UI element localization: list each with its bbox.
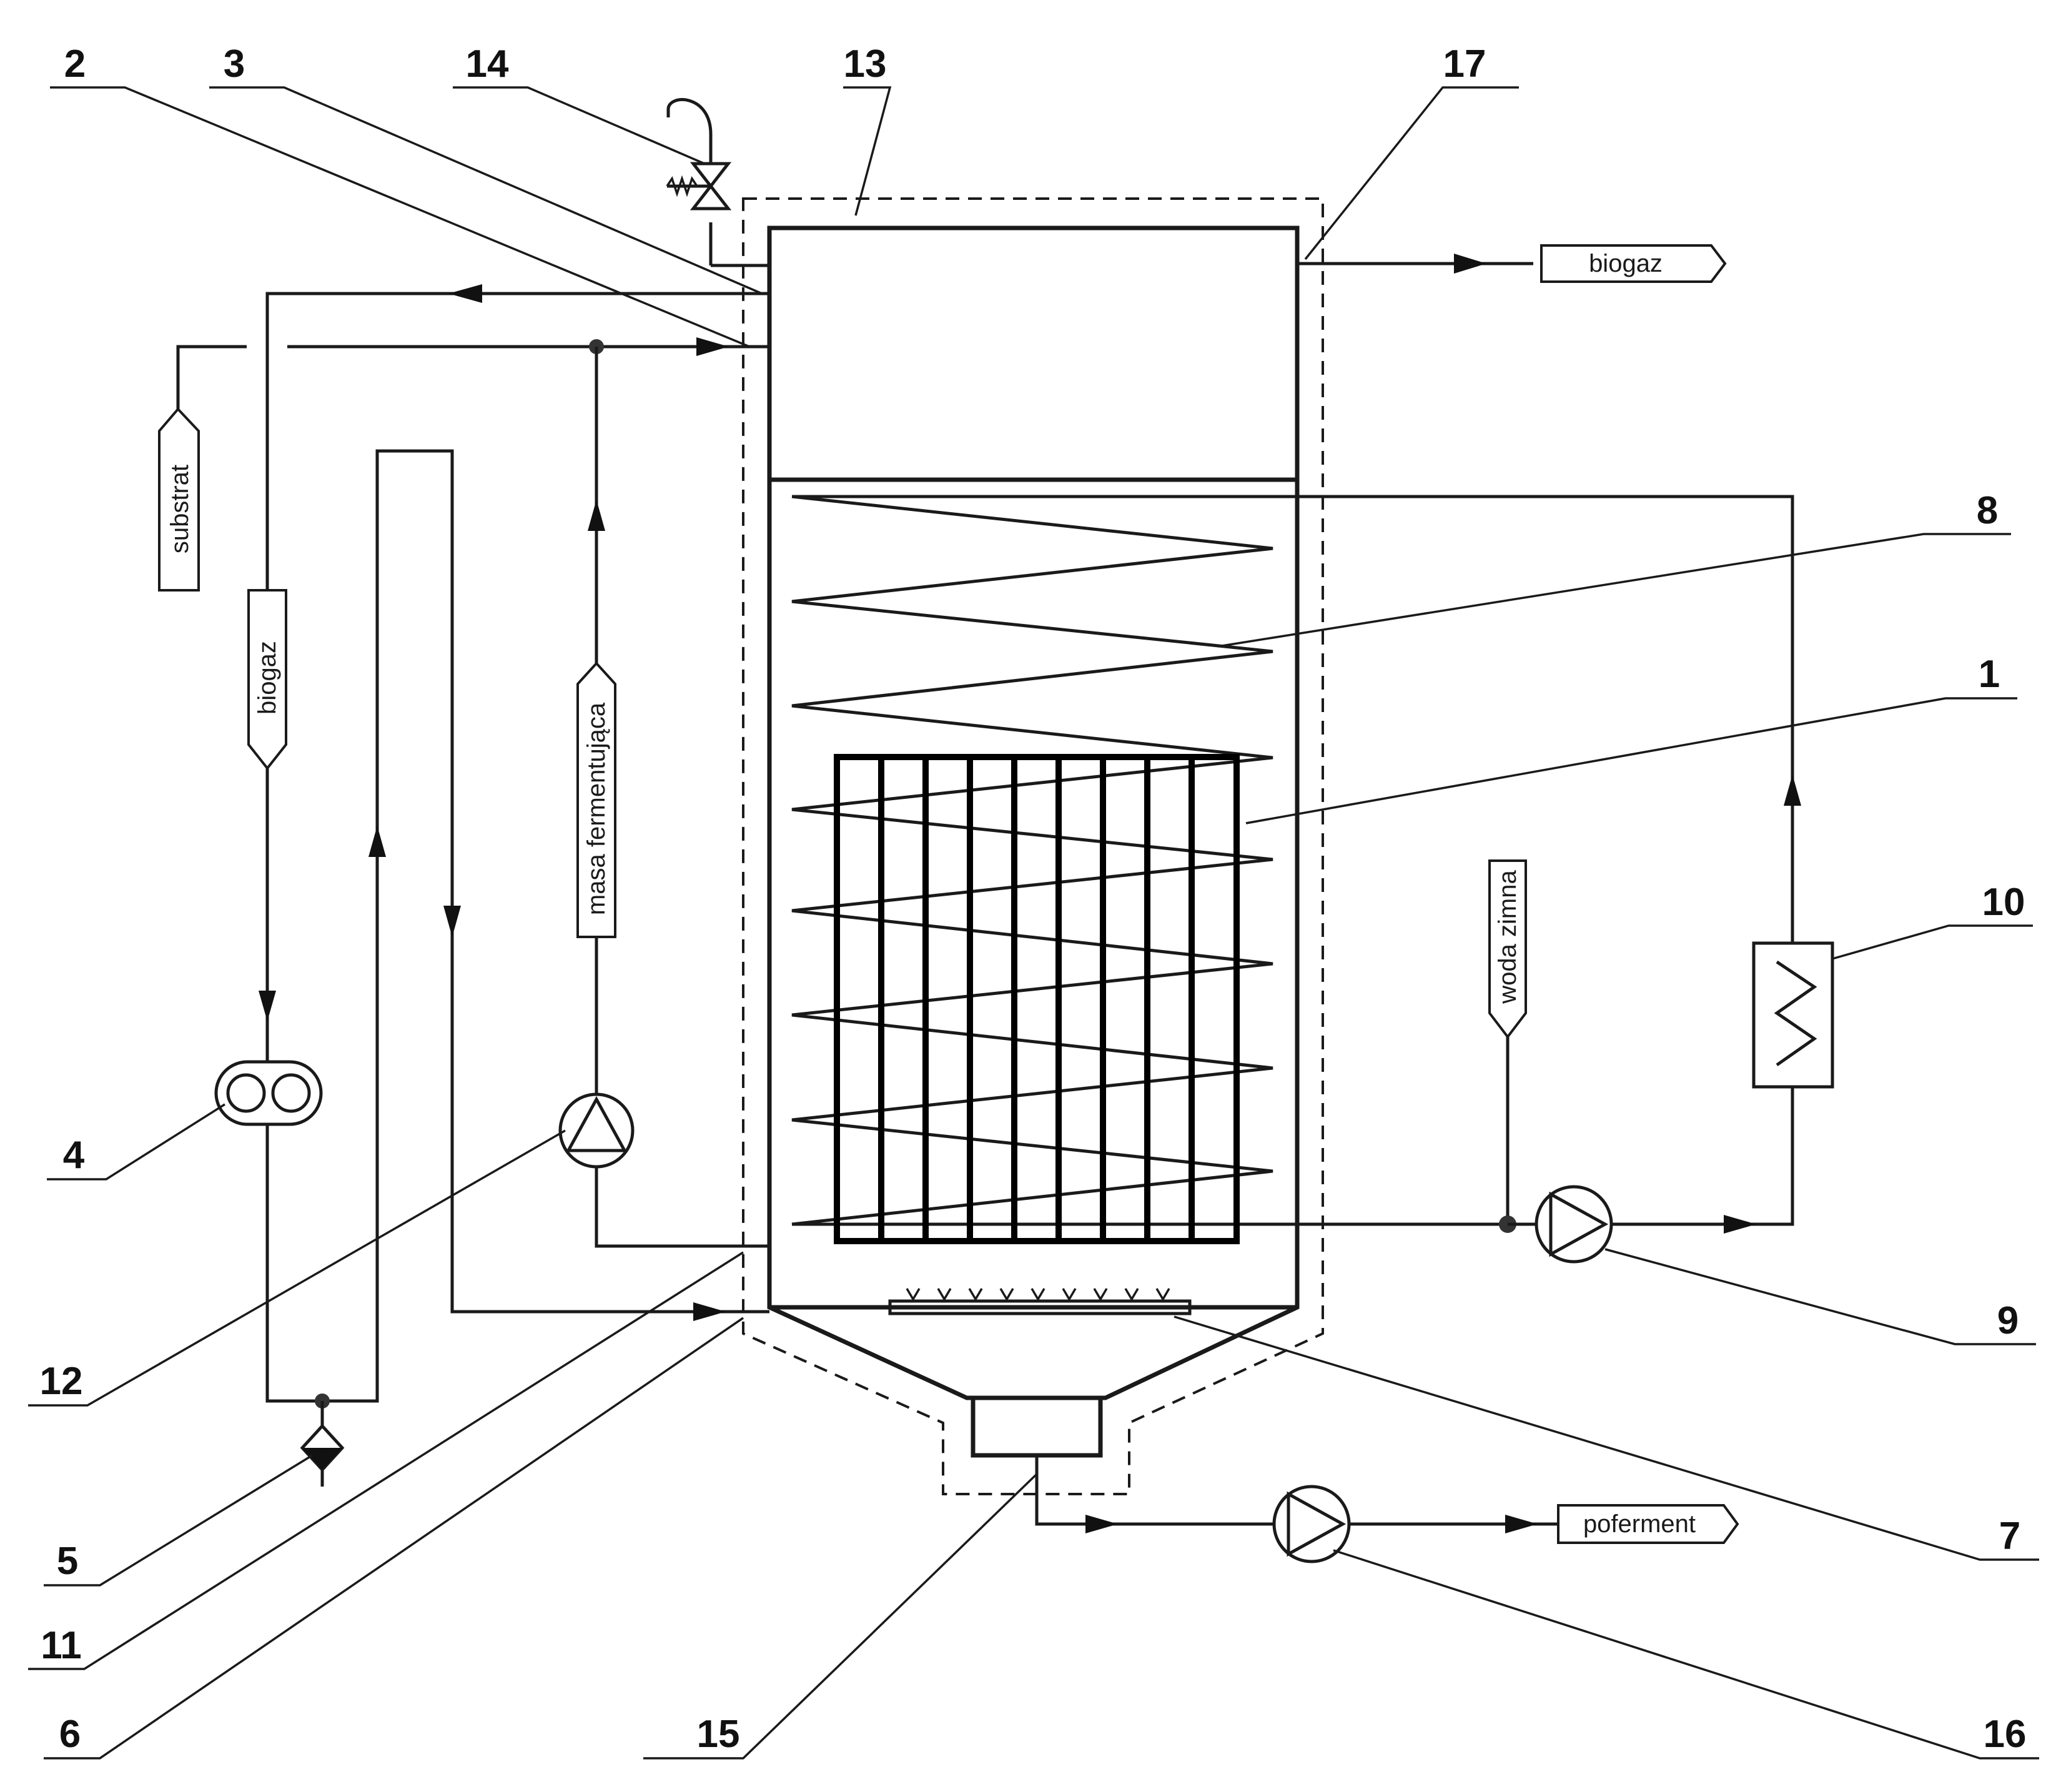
poferment-tag-text: poferment (1583, 1510, 1696, 1538)
biogas-outlet-tag (1540, 244, 1727, 283)
label-12: 12 (40, 1360, 83, 1403)
substrat-tag-text: substrat (166, 465, 194, 553)
loop-up-arrow (368, 826, 386, 857)
recirc-pump (558, 1092, 635, 1169)
biogas-loop-tag (247, 589, 287, 771)
biogas-loop-tag-text: biogaz (254, 641, 281, 715)
label-10: 10 (1982, 881, 2025, 924)
masa-tag-text: masa fermentująca (583, 702, 610, 915)
water-heater (1752, 941, 1834, 1089)
recirc-bottom-line (595, 1167, 769, 1248)
recirc-up-arrow (588, 500, 605, 531)
biogas-loop-arrow (259, 991, 276, 1021)
diffuser-inlet-arrow (693, 1302, 726, 1321)
safety-valve (666, 98, 732, 265)
biofilm-carrier (834, 754, 1240, 1244)
condensate-trap (300, 1401, 345, 1487)
heater-up-arrow (1784, 775, 1801, 806)
biogas-return-line (265, 292, 769, 590)
label-3: 3 (224, 42, 245, 86)
label-9: 9 (1997, 1299, 2019, 1342)
label-7: 7 (1999, 1515, 2020, 1558)
outlet-box (971, 1395, 1103, 1458)
substrate-line (176, 345, 247, 409)
label-1: 1 (1979, 653, 2000, 696)
label-4: 4 (63, 1134, 85, 1177)
label-5: 5 (57, 1540, 78, 1583)
compressor (214, 1060, 323, 1126)
woda-tag-text: woda zimna (1494, 870, 1521, 1004)
digestate-line (1035, 1455, 1274, 1526)
label-11: 11 (41, 1624, 82, 1667)
gas-diffuser (888, 1288, 1192, 1315)
circulation-pump (1535, 1185, 1613, 1264)
label-17: 17 (1443, 42, 1486, 86)
heater-line (1611, 1087, 1794, 1226)
biogas-outlet-arrow (1454, 254, 1486, 274)
label-6: 6 (59, 1713, 81, 1756)
label-13: 13 (844, 42, 887, 86)
poferment-tag (1557, 1504, 1739, 1544)
biogas-return-arrow (448, 284, 482, 303)
label-16: 16 (1984, 1713, 2027, 1756)
digestate-pump (1272, 1485, 1351, 1563)
insulation-jacket (742, 197, 1324, 1495)
substrat-tag (158, 407, 200, 592)
woda-tag (1488, 859, 1527, 1039)
reactor-vessel (767, 225, 1300, 1400)
loop-down-arrow (443, 906, 461, 937)
heater-feed-arrow (1724, 1215, 1756, 1234)
biogas-outlet-tag-text: biogaz (1589, 250, 1663, 277)
substrate-inlet-arrow (696, 337, 729, 356)
masa-tag (576, 661, 616, 938)
label-15: 15 (697, 1713, 740, 1756)
leader-lines (28, 86, 2039, 1760)
label-8: 8 (1977, 489, 1998, 532)
coil-outlet-line (792, 495, 1794, 943)
label-2: 2 (64, 42, 86, 86)
compressor-down-line (265, 449, 769, 1403)
digestate-arrow-1 (1085, 1515, 1118, 1533)
digestate-arrow-2 (1505, 1515, 1538, 1533)
heating-coil (791, 495, 1273, 1226)
label-14: 14 (466, 42, 509, 86)
